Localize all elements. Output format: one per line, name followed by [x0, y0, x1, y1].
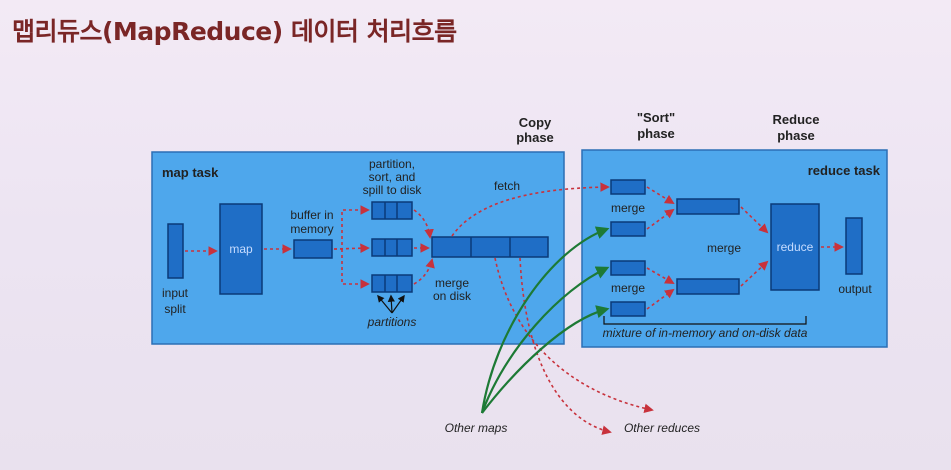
fetch-label: fetch: [494, 179, 520, 193]
memory-label: memory: [290, 222, 333, 236]
slide-title: 맵리듀스(MapReduce) 데이터 처리흐름: [12, 17, 457, 46]
sort-label: sort, and: [369, 170, 416, 184]
merge-label-2: merge: [707, 241, 741, 255]
partition-label: partition,: [369, 157, 415, 171]
merge-label-1: merge: [611, 201, 645, 215]
reduce-phase-label: Reduce: [773, 112, 820, 127]
map-task-label: map task: [162, 165, 219, 180]
partitions-label: partitions: [367, 315, 417, 329]
reduce-block: [770, 203, 820, 291]
other-reduces-label: Other reduces: [624, 421, 700, 435]
copy-block-1: [610, 179, 646, 195]
split-label: split: [164, 302, 186, 316]
copy-phase-label-2: phase: [516, 130, 554, 145]
sort-phase-label-2: phase: [637, 126, 675, 141]
reduce-task-label: reduce task: [808, 163, 881, 178]
copy-block-4: [610, 301, 646, 317]
other-maps-label: Other maps: [445, 421, 508, 435]
copy-block-3: [610, 260, 646, 276]
copy-phase-label: Copy: [519, 115, 552, 130]
spill-label: spill to disk: [363, 183, 423, 197]
reduce-label: reduce: [777, 240, 814, 254]
input-label: input: [162, 286, 189, 300]
mixture-label: mixture of in-memory and on-disk data: [603, 326, 808, 340]
buffer-label: buffer in: [290, 208, 333, 222]
merge-disk-label: merge: [435, 276, 469, 290]
copy-block-2: [610, 221, 646, 237]
reduce-phase-label-2: phase: [777, 128, 815, 143]
sort-phase-label: "Sort": [637, 110, 675, 125]
map-label: map: [229, 242, 253, 256]
spill-file-3: [371, 274, 413, 293]
output-block: [845, 217, 863, 275]
merged-map-output: [431, 236, 549, 258]
map-block: [219, 203, 263, 295]
on-disk-label: on disk: [433, 289, 472, 303]
merged-block-1: [676, 198, 740, 215]
mixture-bracket: [603, 316, 807, 325]
spill-file-2: [371, 238, 413, 257]
buffer-block: [293, 239, 333, 259]
input-split-block: [167, 223, 184, 279]
output-label: output: [838, 282, 872, 296]
spill-file-1: [371, 201, 413, 220]
merge-label-3: merge: [611, 281, 645, 295]
merged-block-2: [676, 278, 740, 295]
